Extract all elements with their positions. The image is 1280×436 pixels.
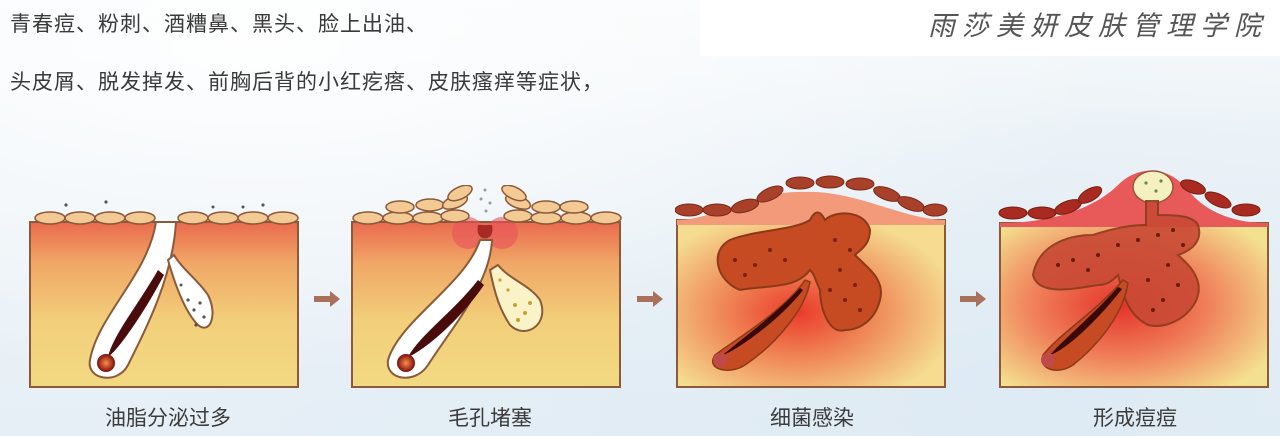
stage-1-label: 油脂分泌过多	[105, 406, 231, 430]
stage-2-diagram	[350, 185, 630, 390]
skin-cross-section-bacterial-infection-icon	[675, 175, 948, 388]
arrow-right-icon	[637, 290, 663, 312]
symptoms-line-1: 青春痘、粉刺、酒糟鼻、黑头、脸上出油、	[10, 12, 428, 36]
brand-banner	[700, 0, 1280, 56]
stage-3-diagram	[675, 170, 950, 390]
arrow-right-icon	[314, 290, 340, 312]
arrow-right-icon	[960, 290, 986, 312]
skin-cross-section-excess-oil-icon	[29, 200, 299, 388]
skin-cross-section-pimple-formed-icon	[998, 170, 1269, 388]
skin-cross-section-clogged-pore-icon	[351, 185, 622, 388]
stage-3-label: 细菌感染	[770, 406, 854, 430]
stage-1-diagram	[28, 185, 308, 390]
symptoms-line-2: 头皮屑、脱发掉发、前胸后背的小红疙瘩、皮肤瘙痒等症状，	[10, 70, 604, 94]
brand-title: 雨莎美妍皮肤管理学院	[928, 11, 1268, 42]
stage-4-label: 形成痘痘	[1093, 406, 1177, 430]
stage-2-label: 毛孔堵塞	[448, 406, 532, 430]
stage-4-diagram	[998, 165, 1273, 390]
